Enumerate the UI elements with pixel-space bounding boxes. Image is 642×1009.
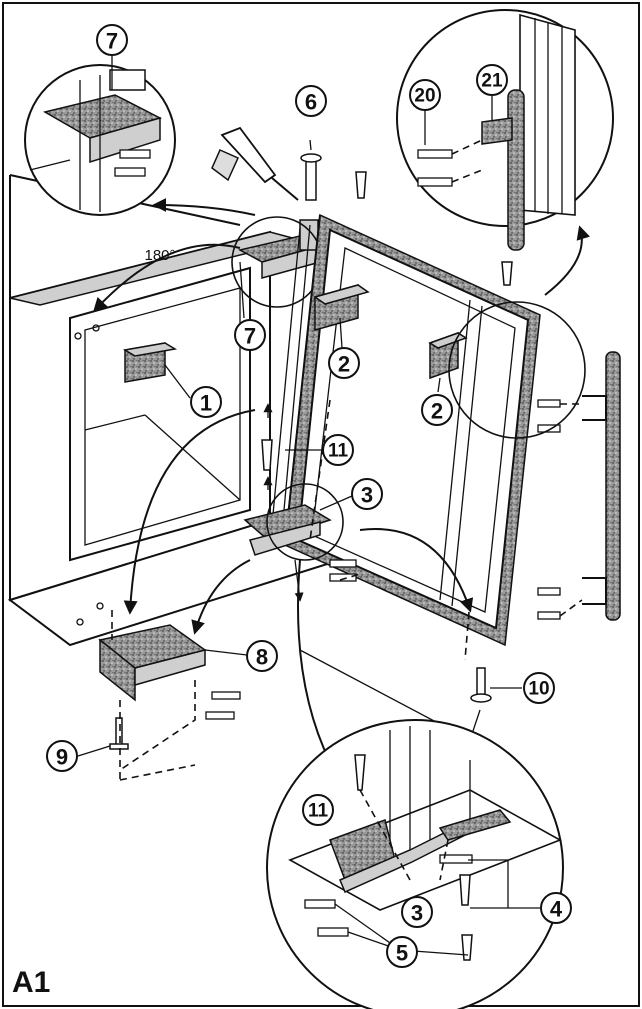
callout-label: 2 xyxy=(431,399,443,424)
callout-label: 7 xyxy=(244,324,256,349)
pin-10 xyxy=(470,667,492,703)
screw-6 xyxy=(300,153,322,201)
callout-label: 11 xyxy=(328,441,349,462)
callout-11-top: 11 xyxy=(322,434,354,466)
zoom-detail-top-left xyxy=(24,40,176,216)
screw-top xyxy=(355,171,367,199)
screwdriver-icon xyxy=(211,126,299,201)
callout-label: 20 xyxy=(414,86,435,107)
panel-label: A1 xyxy=(12,966,50,999)
screw-door-top xyxy=(501,261,513,286)
callout-label: 5 xyxy=(396,941,408,966)
hinge-bracket-8 xyxy=(98,624,241,720)
callout-label: 21 xyxy=(481,71,503,92)
door-panel xyxy=(271,213,541,647)
callout-6: 6 xyxy=(295,85,327,117)
callout-5: 5 xyxy=(386,936,418,968)
zoom-detail-bottom xyxy=(266,719,564,1009)
spacer-block-2a xyxy=(313,284,370,331)
callout-10: 10 xyxy=(523,672,555,704)
callout-label: 8 xyxy=(256,645,268,670)
zoom-ring-right xyxy=(448,301,586,439)
callout-8: 8 xyxy=(246,640,278,672)
screw-9 xyxy=(109,717,129,750)
leader-lines xyxy=(77,139,522,757)
upper-hinge-area xyxy=(231,216,323,308)
callout-3-top: 3 xyxy=(351,478,383,510)
callout-9: 9 xyxy=(46,740,78,772)
callout-label: 6 xyxy=(305,90,317,115)
rotation-angle-label: 180° xyxy=(144,247,175,264)
spacer-block-1 xyxy=(122,342,191,399)
lower-hinge xyxy=(243,483,357,582)
callout-20: 20 xyxy=(409,79,441,111)
callout-7-bottom: 7 xyxy=(234,319,266,351)
dashed-guides xyxy=(111,399,471,781)
callout-3-bottom: 3 xyxy=(401,896,433,928)
callout-label: 3 xyxy=(361,483,373,508)
callout-label: 3 xyxy=(411,901,423,926)
screw-11 xyxy=(261,439,273,471)
callout-label: 10 xyxy=(528,679,549,700)
callout-1: 1 xyxy=(190,386,222,418)
callout-label: 4 xyxy=(550,897,563,922)
callout-label: 11 xyxy=(308,801,329,822)
callout-label: 7 xyxy=(106,29,118,54)
callout-2-right: 2 xyxy=(421,394,453,426)
callout-label: 9 xyxy=(56,745,68,770)
callout-7-top: 7 xyxy=(96,24,128,56)
callout-21: 21 xyxy=(476,64,508,96)
callout-2-left: 2 xyxy=(328,347,360,379)
callout-4: 4 xyxy=(540,892,572,924)
callout-11-bottom: 11 xyxy=(302,794,334,826)
zoom-detail-top-right xyxy=(396,9,614,251)
door-handle xyxy=(537,351,621,621)
callout-label: 2 xyxy=(338,352,350,377)
callout-label: 1 xyxy=(200,391,212,416)
